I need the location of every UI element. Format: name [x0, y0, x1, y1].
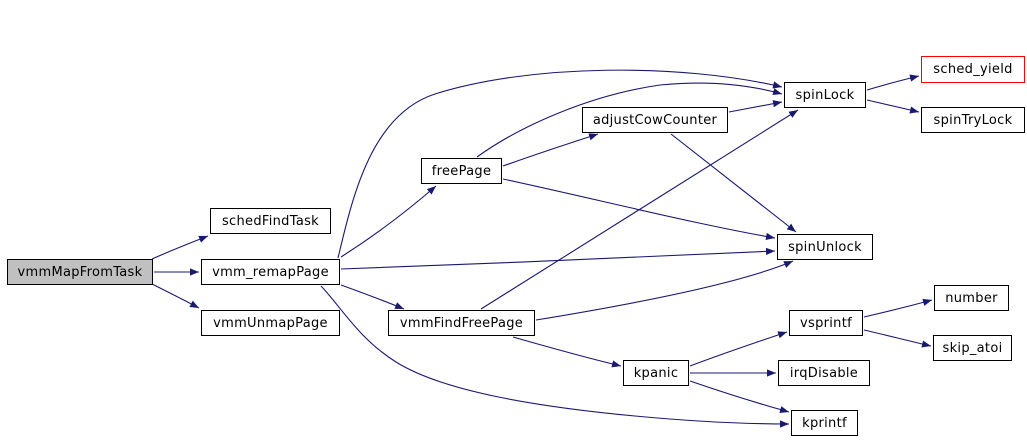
edge-vsprintf--number: [863, 298, 933, 318]
edge-adjustCowCounter--spinUnlock: [670, 133, 797, 233]
node-kpanic[interactable]: kpanic: [623, 360, 689, 386]
node-label: number: [945, 290, 998, 306]
node-label: kprintf: [802, 415, 847, 431]
edge-kpanic--vsprintf: [689, 331, 788, 367]
node-label: vmm_remapPage: [212, 264, 329, 280]
edge-vmm_remapPage--spinLock: [337, 69, 783, 259]
edge-freePage--spinLock: [476, 82, 783, 158]
node-label: skip_atoi: [942, 340, 1003, 356]
node-kprintf[interactable]: kprintf: [791, 410, 858, 436]
node-label: spinTryLock: [933, 112, 1013, 128]
node-label: spinUnlock: [788, 239, 862, 255]
edge-spinLock--spinTryLock: [866, 99, 920, 114]
node-label: sched_yield: [933, 62, 1013, 77]
node-label: adjustCowCounter: [592, 112, 718, 128]
edge-adjustCowCounter--spinLock: [728, 100, 783, 113]
edge-vmm_remapPage--vmmFindFreePage: [340, 284, 405, 310]
node-label: spinLock: [795, 87, 855, 103]
edge-vmmMapFromTask--schedFindTask: [151, 235, 209, 260]
node-vmm_remapPage[interactable]: vmm_remapPage: [201, 259, 340, 285]
node-vmmFindFreePage[interactable]: vmmFindFreePage: [388, 310, 535, 336]
edge-freePage--adjustCowCounter: [502, 133, 599, 167]
node-label: vmmUnmapPage: [213, 315, 328, 331]
node-label: vmmFindFreePage: [399, 315, 524, 331]
edge-kpanic--kprintf: [689, 380, 790, 414]
node-label: kpanic: [633, 365, 679, 381]
node-label: vsprintf: [800, 315, 852, 331]
node-vsprintf[interactable]: vsprintf: [789, 310, 863, 336]
node-spinLock[interactable]: spinLock: [784, 82, 866, 108]
edge-vmmFindFreePage--kpanic: [512, 336, 622, 368]
node-skip_atoi[interactable]: skip_atoi: [933, 335, 1012, 361]
node-vmmMapFromTask: vmmMapFromTask: [7, 259, 153, 285]
edge-vmm_remapPage--freePage: [340, 185, 437, 258]
node-label: vmmMapFromTask: [17, 264, 143, 280]
edge-vmm_remapPage--kprintf: [320, 285, 790, 428]
edge-vmmFindFreePage--spinLock: [480, 109, 799, 310]
edge-vmmFindFreePage--spinUnlock: [535, 260, 794, 321]
edge-vmm_remapPage--spinUnlock: [340, 247, 776, 270]
node-schedFindTask[interactable]: schedFindTask: [210, 208, 331, 234]
edge-freePage--spinUnlock: [502, 178, 776, 240]
node-irqDisable[interactable]: irqDisable: [778, 360, 870, 386]
node-freePage[interactable]: freePage: [421, 158, 502, 184]
node-label: schedFindTask: [221, 213, 319, 229]
node-sched_yield[interactable]: sched_yield: [921, 56, 1025, 83]
node-number[interactable]: number: [934, 285, 1009, 311]
edge-spinLock--sched_yield: [866, 74, 920, 91]
node-spinTryLock[interactable]: spinTryLock: [921, 107, 1025, 133]
edge-vmmMapFromTask--vmmUnmapPage: [151, 283, 200, 309]
node-label: freePage: [431, 163, 492, 179]
node-label: irqDisable: [789, 365, 859, 381]
node-vmmUnmapPage[interactable]: vmmUnmapPage: [201, 310, 340, 336]
edge-vsprintf--skip_atoi: [863, 329, 932, 348]
node-spinUnlock[interactable]: spinUnlock: [777, 234, 873, 260]
node-adjustCowCounter[interactable]: adjustCowCounter: [582, 107, 728, 133]
